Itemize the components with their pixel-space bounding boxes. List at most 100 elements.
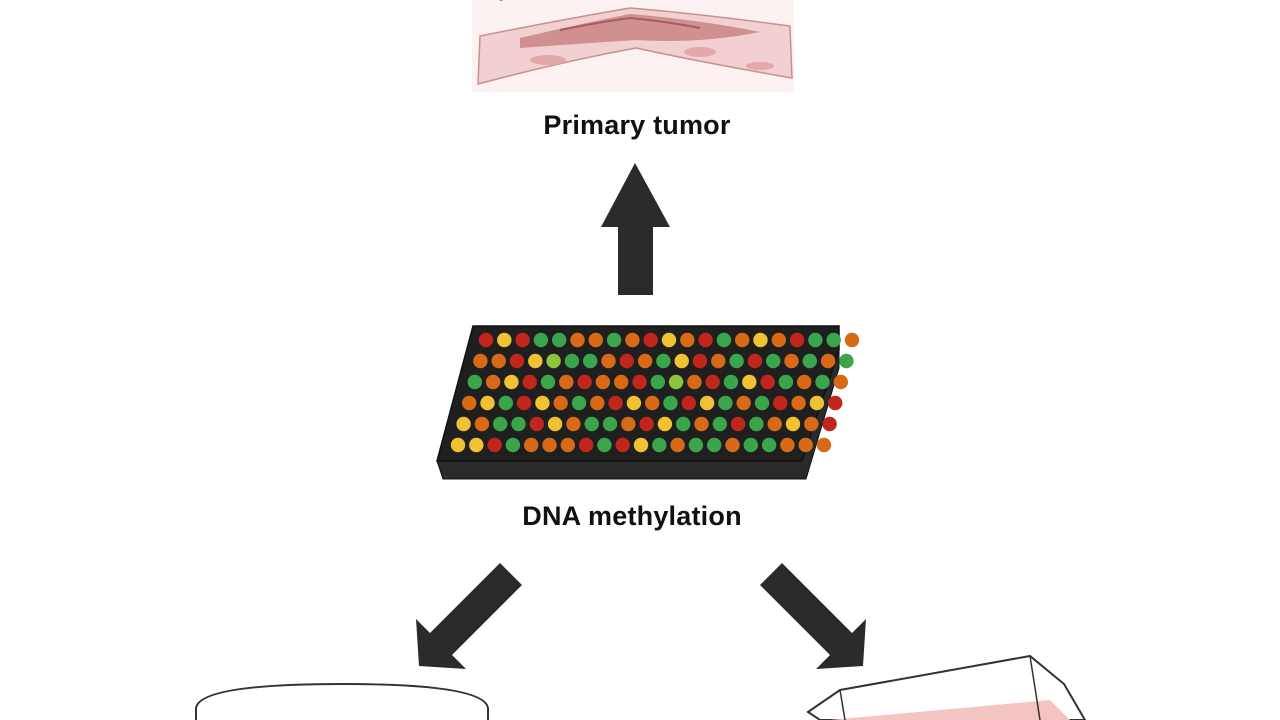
methylation-dot bbox=[723, 374, 739, 390]
methylation-dot bbox=[625, 332, 640, 348]
methylation-dot bbox=[535, 395, 550, 411]
methylation-dot bbox=[637, 353, 653, 369]
methylation-dot bbox=[597, 437, 612, 453]
methylation-dot bbox=[619, 353, 634, 369]
methylation-dot bbox=[522, 374, 537, 390]
methylation-dot bbox=[487, 437, 502, 453]
methylation-dot bbox=[797, 374, 812, 390]
methylation-dot bbox=[632, 374, 647, 390]
methylation-dot bbox=[784, 353, 799, 369]
methylation-dot bbox=[595, 374, 611, 390]
methylation-dot bbox=[749, 416, 764, 432]
methylation-dot bbox=[826, 332, 841, 348]
methylation-dot bbox=[560, 437, 575, 453]
methylation-dot bbox=[789, 332, 805, 348]
methylation-dot bbox=[509, 353, 525, 369]
methylation-dot bbox=[456, 416, 471, 432]
methylation-dot bbox=[529, 416, 544, 432]
arrow-down-left bbox=[416, 563, 522, 669]
methylation-dot bbox=[542, 437, 557, 453]
methylation-dot bbox=[626, 395, 642, 411]
methylation-dot bbox=[698, 332, 713, 348]
methylation-dot bbox=[473, 353, 488, 369]
methylation-dot bbox=[791, 395, 806, 411]
methylation-dot bbox=[771, 332, 786, 348]
methylation-dot bbox=[767, 416, 782, 432]
methylation-dot bbox=[828, 395, 843, 411]
methylation-dot bbox=[743, 437, 758, 453]
methylation-dot bbox=[571, 395, 587, 411]
methylation-dot bbox=[552, 332, 567, 348]
culture-dish bbox=[195, 682, 489, 720]
methylation-dot bbox=[661, 332, 677, 348]
methylation-dot bbox=[778, 374, 794, 390]
methylation-dot bbox=[583, 353, 598, 369]
methylation-dot bbox=[687, 374, 702, 390]
methylation-dot bbox=[809, 395, 825, 411]
methylation-dot bbox=[590, 395, 605, 411]
methylation-dot bbox=[785, 416, 801, 432]
dna-methylation-label: DNA methylation bbox=[522, 501, 742, 531]
methylation-dot bbox=[694, 416, 709, 432]
methylation-dot bbox=[621, 416, 636, 432]
methylation-dot bbox=[498, 395, 513, 411]
methylation-dot bbox=[493, 416, 508, 432]
methylation-dot bbox=[645, 395, 660, 411]
methylation-dot bbox=[450, 437, 466, 453]
methylation-dot bbox=[657, 416, 673, 432]
methylation-dot bbox=[780, 437, 795, 453]
methylation-dot bbox=[688, 437, 704, 453]
methylation-dot bbox=[528, 353, 543, 369]
methylation-dot bbox=[816, 437, 832, 453]
microarray-plate bbox=[436, 325, 860, 480]
methylation-dot bbox=[676, 416, 691, 432]
methylation-dot bbox=[692, 353, 708, 369]
methylation-dots bbox=[450, 332, 860, 453]
methylation-dot bbox=[485, 374, 501, 390]
methylation-dot bbox=[736, 395, 751, 411]
methylation-dot bbox=[566, 416, 581, 432]
methylation-dot bbox=[766, 353, 781, 369]
methylation-dot bbox=[656, 353, 671, 369]
methylation-dot bbox=[559, 374, 574, 390]
methylation-dot bbox=[578, 437, 594, 453]
methylation-dot bbox=[602, 416, 618, 432]
methylation-dot bbox=[735, 332, 750, 348]
methylation-dot bbox=[633, 437, 649, 453]
methylation-dot bbox=[469, 437, 484, 453]
methylation-dot bbox=[516, 395, 532, 411]
methylation-dot bbox=[639, 416, 654, 432]
methylation-dot bbox=[699, 395, 715, 411]
methylation-dot bbox=[670, 437, 685, 453]
methylation-dot bbox=[760, 374, 775, 390]
methylation-dot bbox=[524, 437, 539, 453]
methylation-dot bbox=[833, 374, 848, 390]
primary-tumor-tissue bbox=[472, 0, 794, 92]
methylation-dot bbox=[570, 332, 585, 348]
methylation-dot bbox=[650, 374, 665, 390]
methylation-dot bbox=[601, 353, 616, 369]
methylation-dot bbox=[754, 395, 770, 411]
methylation-dot bbox=[680, 332, 695, 348]
methylation-dot bbox=[643, 332, 658, 348]
methylation-dot bbox=[730, 416, 746, 432]
methylation-dot bbox=[802, 353, 817, 369]
methylation-dot bbox=[718, 395, 733, 411]
methylation-dot bbox=[761, 437, 777, 453]
arrow-up bbox=[601, 163, 670, 295]
methylation-dot bbox=[773, 395, 788, 411]
methylation-dot bbox=[822, 416, 837, 432]
methylation-dot bbox=[505, 437, 521, 453]
methylation-dot bbox=[547, 416, 563, 432]
methylation-dot bbox=[725, 437, 740, 453]
methylation-dot bbox=[820, 353, 836, 369]
methylation-dot bbox=[808, 332, 823, 348]
methylation-dot bbox=[663, 395, 678, 411]
methylation-dot bbox=[716, 332, 732, 348]
methylation-dot bbox=[515, 332, 530, 348]
methylation-dot bbox=[729, 353, 744, 369]
methylation-dot bbox=[540, 374, 556, 390]
methylation-dot bbox=[480, 395, 495, 411]
methylation-dot bbox=[674, 353, 689, 369]
methylation-dot bbox=[491, 353, 506, 369]
